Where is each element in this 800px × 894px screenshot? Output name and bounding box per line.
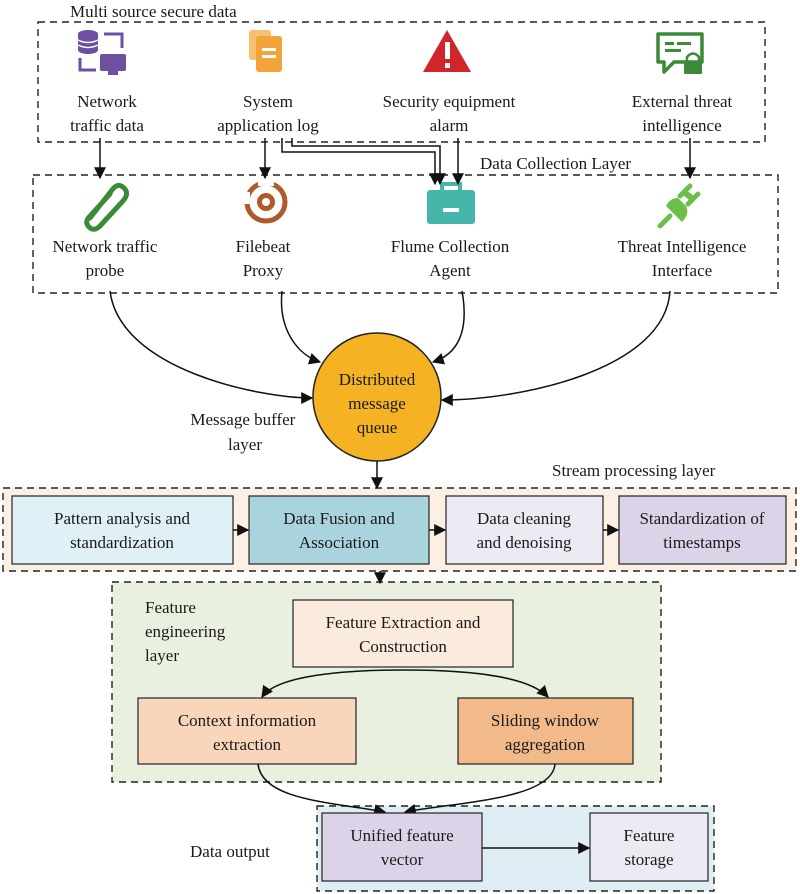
output-layer-label: Data output (190, 842, 270, 861)
warning-icon (423, 30, 471, 72)
feature-box-context (137, 697, 357, 765)
paperclip-icon (84, 182, 130, 232)
briefcase-icon (427, 182, 475, 224)
feature-box-extraction (292, 599, 514, 668)
arrow-sliding-to-vector (403, 763, 556, 816)
buffer-layer-label: Message buffer layer (190, 410, 299, 454)
arrow-extraction-to-context (261, 669, 404, 698)
feature-box-sliding (457, 697, 634, 765)
arrow-extraction-to-sliding (402, 669, 549, 698)
collection-layer-label: Data Collection Layer (480, 154, 631, 173)
arrow-log-to-flume (281, 138, 441, 186)
target-icon (244, 180, 288, 224)
arrow-context-to-vector (257, 763, 387, 816)
stream-layer-label: Stream processing layer (552, 461, 716, 480)
collection-container (32, 174, 779, 294)
arrow-flume-to-queue (431, 290, 465, 365)
chat-lock-icon (656, 32, 704, 74)
sources-layer-label: Multi source secure data (70, 2, 237, 21)
stream-box-timestamps (618, 495, 787, 565)
sources-container (37, 21, 766, 143)
stream-box-pattern (11, 495, 234, 565)
plug-icon (657, 183, 701, 229)
stream-box-fusion (248, 495, 430, 565)
arrow-probe-to-queue (109, 290, 314, 404)
output-box-vector (321, 812, 483, 882)
database-monitor-icon (77, 30, 126, 75)
arrow-filebeat-to-queue (280, 290, 322, 365)
document-icon (249, 30, 282, 72)
arrow-log-to-flume-2 (291, 138, 446, 186)
stream-box-cleaning (445, 495, 604, 565)
arrow-interface-to-queue (440, 290, 671, 406)
feature-layer-label: Feature engineering layer (145, 598, 230, 665)
output-box-storage (589, 812, 709, 882)
